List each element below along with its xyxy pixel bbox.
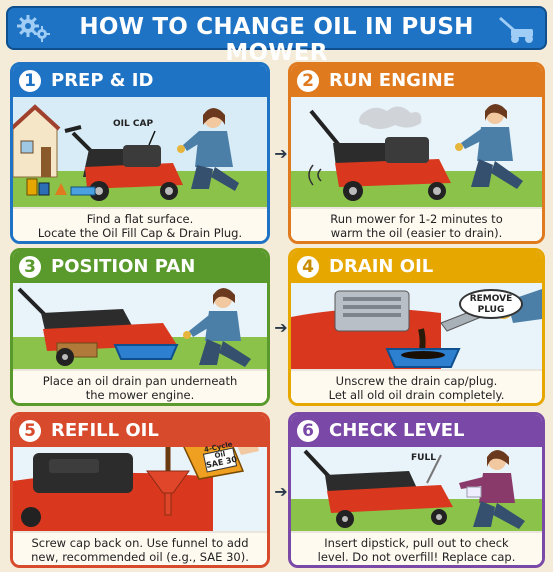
step-header: 2 RUN ENGINE xyxy=(291,65,542,97)
step-header: 3 POSITION PAN xyxy=(13,251,267,283)
step-caption: Insert dipstick, pull out to check level… xyxy=(291,531,542,565)
step-header: 4 DRAIN OIL xyxy=(291,251,542,283)
step-illustration xyxy=(291,97,542,207)
step-header: 1 PREP & ID xyxy=(13,65,267,97)
step-illustration: 4-Cycle Oil SAE 30 xyxy=(13,440,267,531)
step-illustration: OIL CAP xyxy=(13,97,267,207)
full-callout: FULL xyxy=(411,453,436,463)
step-title: PREP & ID xyxy=(51,70,154,91)
title-banner: HOW TO CHANGE OIL IN PUSH MOWER xyxy=(6,6,547,66)
step-card-1: 1 PREP & ID xyxy=(10,62,270,244)
step-card-5: 5 REFILL OIL 4-Cycle Oil SAE 30 Screw ca… xyxy=(10,412,270,568)
step-number: 1 xyxy=(17,68,43,94)
step-header: 5 REFILL OIL xyxy=(13,415,267,447)
lawn-mower-icon xyxy=(499,17,533,43)
step-caption: Screw cap back on. Use funnel to add new… xyxy=(13,531,267,565)
step-number: 5 xyxy=(17,418,43,444)
step-card-6: 6 CHECK LEVEL FULL Insert dipstick, pull… xyxy=(288,412,545,568)
step-illustration: REMOVE PLUG xyxy=(291,283,542,369)
page-title: HOW TO CHANGE OIL IN PUSH MOWER xyxy=(79,14,474,66)
step-card-2: 2 RUN ENGINE Run mower for 1-2 minutes t… xyxy=(288,62,545,244)
right-arrow-icon: ➔ xyxy=(274,144,288,163)
step-number: 2 xyxy=(295,68,321,94)
step-number: 6 xyxy=(295,418,321,444)
step-illustration: FULL xyxy=(291,447,542,531)
remove-plug-callout: REMOVE PLUG xyxy=(459,289,523,319)
step-illustration xyxy=(13,283,267,369)
step-title: CHECK LEVEL xyxy=(329,420,465,441)
step-caption: Place an oil drain pan underneath the mo… xyxy=(13,369,267,403)
step-caption: Run mower for 1-2 minutes to warm the oi… xyxy=(291,207,542,241)
step-title: POSITION PAN xyxy=(51,256,196,277)
step-number: 3 xyxy=(17,254,43,280)
step-number: 4 xyxy=(295,254,321,280)
step-caption: Unscrew the drain cap/plug. Let all old … xyxy=(291,369,542,403)
step-caption: Find a flat surface. Locate the Oil Fill… xyxy=(13,207,267,241)
step-title: DRAIN OIL xyxy=(329,256,434,277)
right-arrow-icon: ➔ xyxy=(274,482,288,501)
step-title: REFILL OIL xyxy=(51,420,159,441)
step-card-3: 3 POSITION PAN Place an oil drain pan un… xyxy=(10,248,270,406)
step-title: RUN ENGINE xyxy=(329,70,455,91)
oil-cap-callout: OIL CAP xyxy=(113,119,154,129)
step-card-4: 4 DRAIN OIL REMOVE PLUG Unscrew the drai… xyxy=(288,248,545,406)
step-header: 6 CHECK LEVEL xyxy=(291,415,542,447)
gears-icon xyxy=(17,15,50,42)
right-arrow-icon: ➔ xyxy=(274,318,288,337)
